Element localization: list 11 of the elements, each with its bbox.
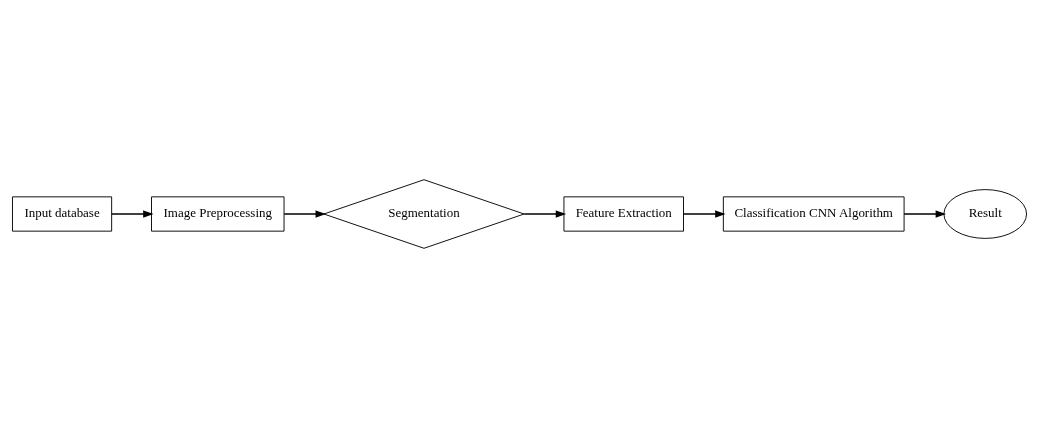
node-box: Input database [12, 196, 113, 232]
node-diamond: Segmentation [323, 179, 525, 249]
node-box: Feature Extraction [563, 196, 684, 232]
arrow [110, 210, 154, 218]
node-ellipse: Result [943, 189, 1028, 239]
arrow [903, 210, 946, 218]
arrow [523, 210, 567, 218]
node-box: Classification CNN Algorithm [722, 196, 905, 232]
node-box: Image Preprocessing [151, 196, 285, 232]
arrow [283, 210, 326, 218]
arrow [682, 210, 726, 218]
